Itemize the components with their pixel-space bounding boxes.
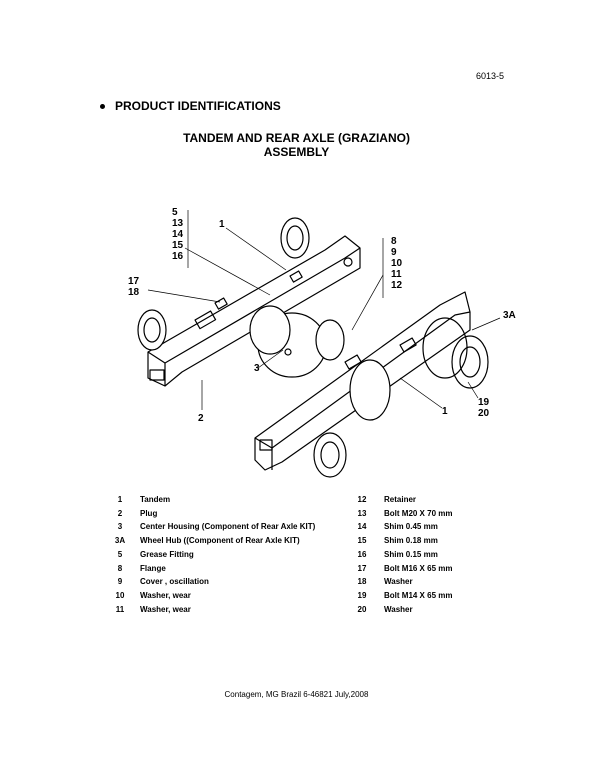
callout-number: 17 [128, 276, 140, 287]
callout-3: 3 [254, 363, 260, 374]
part-description: Washer [384, 605, 413, 614]
part-description: Center Housing (Component of Rear Axle K… [140, 522, 316, 531]
part-number: 8 [117, 564, 123, 573]
callout-3a: 3A [503, 310, 516, 321]
part-number: 12 [357, 495, 367, 504]
part-description: Flange [140, 564, 166, 573]
part-number: 3A [114, 536, 126, 545]
callout-number: 8 [391, 236, 397, 247]
upper-tandem-plug [149, 369, 165, 381]
part-description: Wheel Hub ((Component of Rear Axle KIT) [140, 536, 300, 545]
part-description: Bolt M14 X 65 mm [384, 591, 453, 600]
part-description: Grease Fitting [140, 550, 194, 559]
part-number: 18 [357, 577, 367, 586]
part-description: Bolt M20 X 70 mm [384, 509, 453, 518]
part-number: 14 [357, 522, 367, 531]
part-description: Shim 0.18 mm [384, 536, 438, 545]
part-number: 20 [357, 605, 367, 614]
part-description: Washer [384, 577, 413, 586]
footer: Contagem, MG Brazil 6-46821 July,2008 [224, 690, 369, 699]
callout-number: 5 [172, 207, 178, 218]
callout-1-top: 1 [219, 219, 225, 230]
part-description: Retainer [384, 495, 417, 504]
upper-right-wheel-hub [280, 217, 310, 259]
callout-number: 14 [172, 229, 184, 240]
section-heading-text: PRODUCT IDENTIFICATIONS [115, 99, 281, 113]
callout-number: 19 [478, 397, 490, 408]
part-number: 1 [117, 495, 123, 504]
part-number: 3 [117, 522, 123, 531]
part-description: Shim 0.45 mm [384, 522, 438, 531]
part-number: 19 [357, 591, 367, 600]
part-number: 5 [117, 550, 123, 559]
callout-number: 12 [391, 280, 403, 291]
part-description: Shim 0.15 mm [384, 550, 438, 559]
callout-stack-right: 8 9 10 11 12 [391, 236, 402, 291]
lower-right-wheel-hub [451, 335, 489, 389]
part-number: 10 [115, 591, 125, 600]
part-description: Plug [140, 509, 158, 518]
part-number: 11 [115, 605, 125, 614]
section-heading: PRODUCT IDENTIFICATIONS [100, 99, 281, 113]
callout-number: 9 [391, 247, 397, 258]
callout-number: 10 [391, 258, 403, 269]
part-description: Tandem [140, 495, 171, 504]
lower-left-wheel-hub [313, 432, 347, 478]
part-description: Cover , oscillation [140, 577, 209, 586]
callout-2: 2 [198, 413, 204, 424]
page-number: 6013-5 [476, 71, 505, 81]
part-number: 13 [357, 509, 367, 518]
title-line-1: TANDEM AND REAR AXLE (GRAZIANO) [183, 131, 410, 145]
part-description: Washer, wear [140, 605, 191, 614]
callout-number: 11 [391, 269, 402, 280]
bullet-icon [100, 103, 105, 109]
part-number: 2 [117, 509, 123, 518]
title-line-2: ASSEMBLY [263, 145, 330, 159]
callout-number: 20 [478, 408, 490, 419]
callout-stack-left: 17 18 [128, 276, 139, 298]
part-number: 9 [117, 577, 123, 586]
part-number: 16 [357, 550, 367, 559]
callout-number: 16 [172, 251, 184, 262]
callout-stack-top-left: 5 13 14 15 16 [172, 207, 183, 262]
axle-assembly-illustration [137, 210, 501, 478]
callout-number: 15 [172, 240, 184, 251]
callout-stack-bottom-right: 19 20 [478, 397, 489, 419]
part-number: 15 [357, 536, 367, 545]
upper-left-wheel-hub [137, 309, 167, 351]
callout-number: 13 [172, 218, 184, 229]
callout-number: 18 [128, 287, 140, 298]
part-number: 17 [357, 564, 367, 573]
part-description: Washer, wear [140, 591, 191, 600]
callout-1-bottom: 1 [442, 406, 448, 417]
part-description: Bolt M16 X 65 mm [384, 564, 453, 573]
